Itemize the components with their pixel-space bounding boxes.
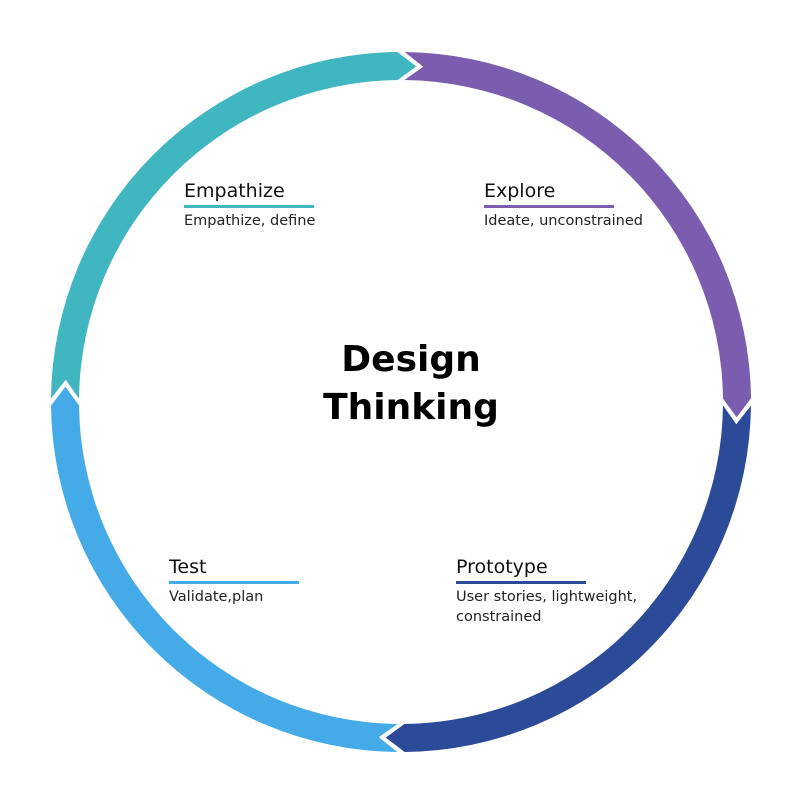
stage-prototype: Prototype User stories, lightweight, con…	[456, 556, 666, 627]
ring-segment-empathize	[51, 52, 417, 399]
stage-title-test: Test	[169, 556, 207, 578]
stage-title-empathize: Empathize	[184, 180, 285, 202]
stage-description-explore: Ideate, unconstrained	[484, 213, 643, 229]
center-title-line1: Design	[341, 339, 481, 380]
ring-segment-test	[51, 386, 398, 752]
stage-underline-test	[169, 581, 299, 584]
stage-empathize: Empathize Empathize, define	[184, 180, 404, 231]
center-title: Design Thinking	[261, 336, 561, 432]
stage-description-prototype: User stories, lightweight, constrained	[456, 589, 638, 625]
stage-description-test: Validate,plan	[169, 589, 264, 605]
stage-underline-prototype	[456, 581, 586, 584]
stage-underline-explore	[484, 205, 614, 208]
center-title-line2: Thinking	[323, 387, 499, 428]
stage-underline-empathize	[184, 205, 314, 208]
stage-test: Test Validate,plan	[169, 556, 389, 607]
stage-title-prototype: Prototype	[456, 556, 548, 578]
stage-title-explore: Explore	[484, 180, 556, 202]
stage-description-empathize: Empathize, define	[184, 213, 316, 229]
ring-segment-prototype	[385, 405, 751, 752]
stage-explore: Explore Ideate, unconstrained	[484, 180, 704, 231]
ring-segment-explore	[404, 52, 751, 418]
